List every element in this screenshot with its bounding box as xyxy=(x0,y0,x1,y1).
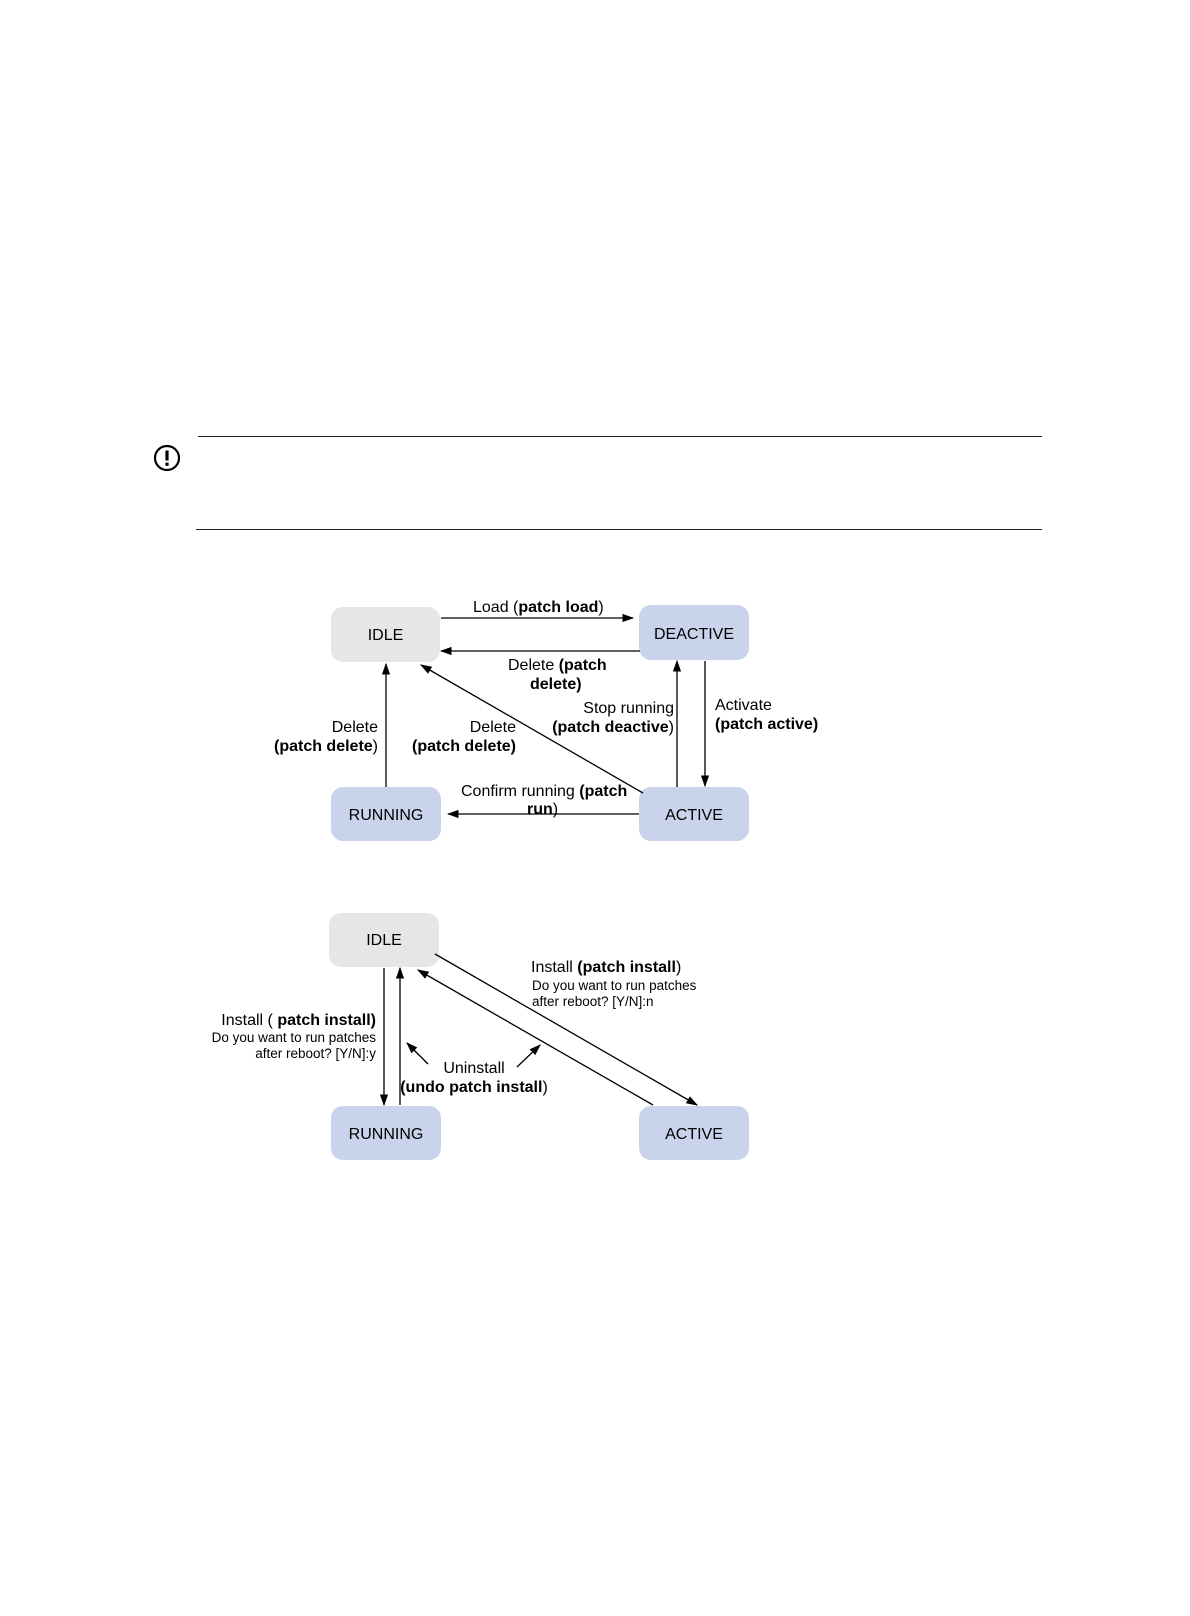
label-stop-running: Stop running xyxy=(583,700,674,717)
label-delete-active-cmd-text: patch delete xyxy=(417,738,510,755)
label-activate-cmd: (patch active) xyxy=(715,716,818,733)
state-deactive: DEACTIVE xyxy=(639,605,749,660)
label-stop-running-cmd-text: patch deactive xyxy=(558,719,669,736)
label-delete-running-close: ) xyxy=(373,738,378,755)
label2-install-active-prompt1: Do you want to run patches xyxy=(532,978,697,993)
label2-uninstall-open: ( xyxy=(400,1079,406,1096)
state2-running-label: RUNNING xyxy=(349,1126,424,1143)
label2-install-active-cmd: (patch install xyxy=(577,959,676,976)
state-active-box xyxy=(639,787,749,841)
label2-install-running-prompt1: Do you want to run patches xyxy=(212,1030,377,1045)
pointer-uninstall-right xyxy=(516,1044,541,1068)
label2-install-running: Install ( patch install) xyxy=(221,1012,376,1029)
label-delete-deactive-cmd2: delete xyxy=(530,676,576,693)
label-confirm-running-close: ) xyxy=(553,801,558,818)
label2-install-active-close: ) xyxy=(676,959,681,976)
state-running-box xyxy=(331,787,441,841)
label2-install-active: Install (patch install) xyxy=(531,959,681,976)
state-deactive-box xyxy=(639,605,749,660)
state-active: ACTIVE xyxy=(639,787,749,841)
label-delete-active: Delete xyxy=(470,719,516,736)
label-delete-deactive-cmd1: (patch xyxy=(559,657,607,674)
label2-install-active-text: Install xyxy=(531,959,577,976)
label-load-close: ) xyxy=(598,599,603,616)
label2-uninstall-cmd: (undo patch install) xyxy=(400,1079,548,1096)
state-idle-box xyxy=(331,607,440,662)
label-confirm-running-cmd1: (patch xyxy=(579,783,627,800)
label-load: Load (patch load) xyxy=(473,599,604,616)
label2-install-running-cmd: patch install xyxy=(277,1012,370,1029)
label-delete-running-cmd: (patch delete) xyxy=(274,738,378,755)
caution-top-rule xyxy=(198,436,1042,437)
state-running-label: RUNNING xyxy=(349,807,424,824)
label-activate-open: ( xyxy=(715,716,721,733)
label-delete-deactive-line2: delete) xyxy=(530,676,582,693)
pointer-uninstall-left xyxy=(406,1042,429,1065)
label-delete-deactive-close: ) xyxy=(576,676,581,693)
state2-idle: IDLE xyxy=(329,913,439,967)
label-delete-deactive-text: Delete xyxy=(508,657,559,674)
state2-active-box xyxy=(639,1106,749,1160)
label-confirm-running-cmd2: run xyxy=(527,801,553,818)
label2-install-running-text: Install ( xyxy=(221,1012,277,1029)
state2-running: RUNNING xyxy=(331,1106,441,1160)
label-activate-close: ) xyxy=(813,716,818,733)
label-delete-active-close: ) xyxy=(511,738,516,755)
state-idle-label: IDLE xyxy=(368,627,404,644)
label-stop-running-close: ) xyxy=(669,719,674,736)
label-confirm-running: Confirm running (patch xyxy=(461,783,627,800)
arrow2-install-active xyxy=(434,953,699,1106)
state2-active: ACTIVE xyxy=(639,1106,749,1160)
state2-running-box xyxy=(331,1106,441,1160)
state-deactive-label: DEACTIVE xyxy=(654,626,734,643)
label-confirm-running-line2: run) xyxy=(527,801,558,818)
state-running: RUNNING xyxy=(331,787,441,841)
label2-uninstall: Uninstall xyxy=(443,1060,504,1077)
label2-uninstall-close: ) xyxy=(542,1079,547,1096)
arrow-delete-active xyxy=(419,664,644,794)
label-stop-running-cmd: (patch deactive) xyxy=(552,719,674,736)
label-delete-running-open: ( xyxy=(274,738,280,755)
label-delete-running: Delete xyxy=(332,719,378,736)
label-stop-running-open: ( xyxy=(552,719,558,736)
label2-install-running-prompt2: after reboot? [Y/N]:y xyxy=(255,1046,376,1061)
arrow2-uninstall-active xyxy=(416,969,654,1106)
label-activate: Activate xyxy=(715,697,772,714)
label2-install-running-close: ) xyxy=(371,1012,376,1029)
state2-active-label: ACTIVE xyxy=(665,1126,723,1143)
label2-install-active-prompt2: after reboot? [Y/N]:n xyxy=(532,994,654,1009)
label-delete-deactive: Delete (patch xyxy=(508,657,607,674)
state2-idle-label: IDLE xyxy=(366,932,402,949)
label-load-text: Load ( xyxy=(473,599,519,616)
caution-bottom-rule xyxy=(196,529,1042,530)
label2-uninstall-cmd-text: undo patch install xyxy=(406,1079,543,1096)
state-idle: IDLE xyxy=(331,607,440,662)
label-delete-active-cmd: (patch delete) xyxy=(412,738,516,755)
patch-state-diagram: IDLE DEACTIVE RUNNING ACTIVE Load (patch… xyxy=(274,599,818,841)
label-activate-cmd-text: patch active xyxy=(720,716,813,733)
exclamation-circle-icon xyxy=(153,444,181,472)
label-delete-active-open: ( xyxy=(412,738,418,755)
label-load-cmd: patch load xyxy=(518,599,598,616)
state2-idle-box xyxy=(329,913,439,967)
label-delete-running-cmd-text: patch delete xyxy=(279,738,372,755)
state-active-label: ACTIVE xyxy=(665,807,723,824)
label-confirm-running-text: Confirm running xyxy=(461,783,579,800)
